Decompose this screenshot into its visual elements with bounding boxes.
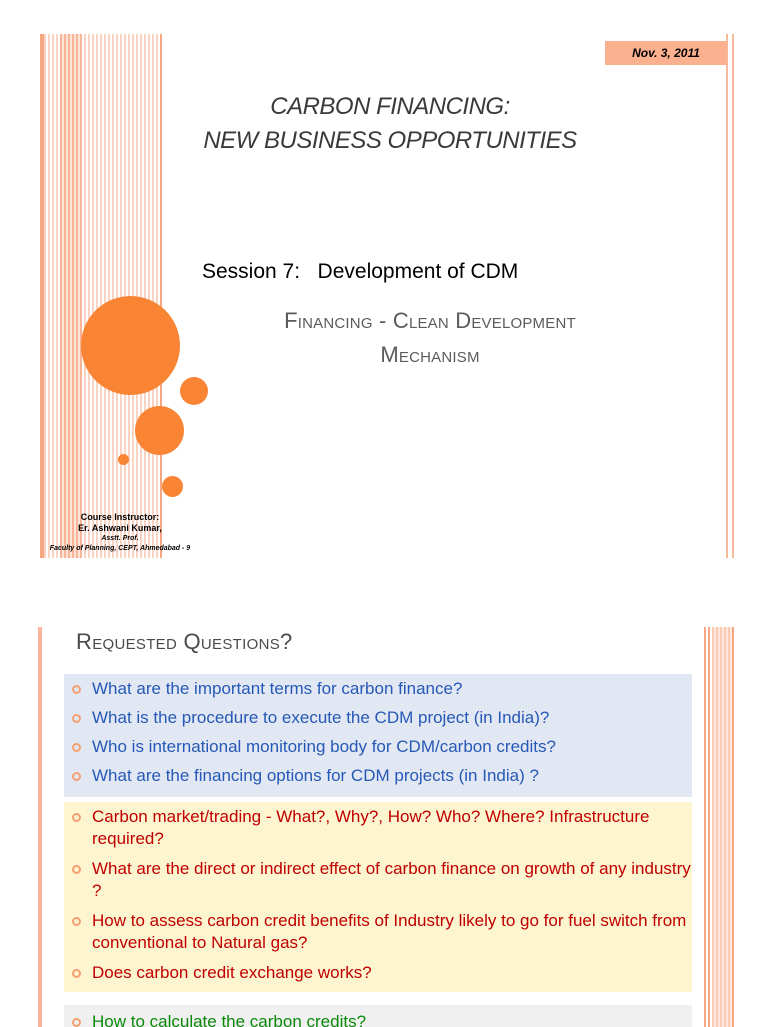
instructor-name: Er. Ashwani Kumar, [78,523,162,533]
bullet-icon [72,969,81,978]
bullet-icon [72,1018,81,1027]
list-item: How to calculate the carbon credits? [64,1011,692,1027]
list-item: Carbon market/trading - What?, Why?, How… [64,806,692,850]
decorative-circle-medium [135,406,184,455]
title-line-1: CARBON FINANCING: [270,93,510,120]
decorative-stripes [40,34,162,558]
question-group-grey: How to calculate the carbon credits? [64,1005,692,1027]
question-group-yellow: Carbon market/trading - What?, Why?, How… [64,802,692,992]
bullet-icon [72,772,81,781]
title-line-2: NEW BUSINESS OPPORTUNITIES [203,127,577,154]
instructor-title: Asstt. Prof. [101,535,139,542]
title-slide: Nov. 3, 2011 CARBON FINANCING: NEW BUSIN… [40,34,734,558]
decorative-circle-large [81,296,180,395]
list-item: Who is international monitoring body for… [64,736,692,758]
date-badge: Nov. 3, 2011 [605,41,727,65]
decorative-circle-small-2 [162,476,183,497]
bullet-icon [72,813,81,822]
list-item: What are the important terms for carbon … [64,678,692,700]
instructor-block: Course Instructor: Er. Ashwani Kumar, As… [40,512,200,554]
right-divider [726,34,728,558]
questions-slide: Requested Questions? What are the import… [38,627,734,1027]
session-heading: Session 7: Development of CDM [202,260,519,283]
left-divider [38,627,42,1027]
decorative-circle-dot [118,454,129,465]
bullet-icon [72,865,81,874]
decorative-circle-small [180,377,208,405]
instructor-label: Course Instructor: [80,512,160,522]
bullet-icon [72,917,81,926]
subtitle-line-1: Financing - Clean Development [284,308,576,333]
subtitle-line-2: Mechanism [380,342,480,367]
bullet-icon [72,714,81,723]
decorative-stripes [704,627,734,1027]
list-item: What are the financing options for CDM p… [64,765,692,787]
list-item: What are the direct or indirect effect o… [64,858,692,902]
list-item: Does carbon credit exchange works? [64,962,692,984]
list-item: How to assess carbon credit benefits of … [64,910,692,954]
question-group-blue: What are the important terms for carbon … [64,674,692,797]
slide-title: CARBON FINANCING: NEW BUSINESS OPPORTUNI… [180,90,600,158]
slide-title: Requested Questions? [76,629,293,654]
bullet-icon [72,685,81,694]
slide-subtitle: Financing - Clean Development Mechanism [230,304,630,372]
list-item: What is the procedure to execute the CDM… [64,707,692,729]
bullet-icon [72,743,81,752]
instructor-affiliation: Faculty of Planning, CEPT, Ahmedabad - 9 [49,545,191,552]
